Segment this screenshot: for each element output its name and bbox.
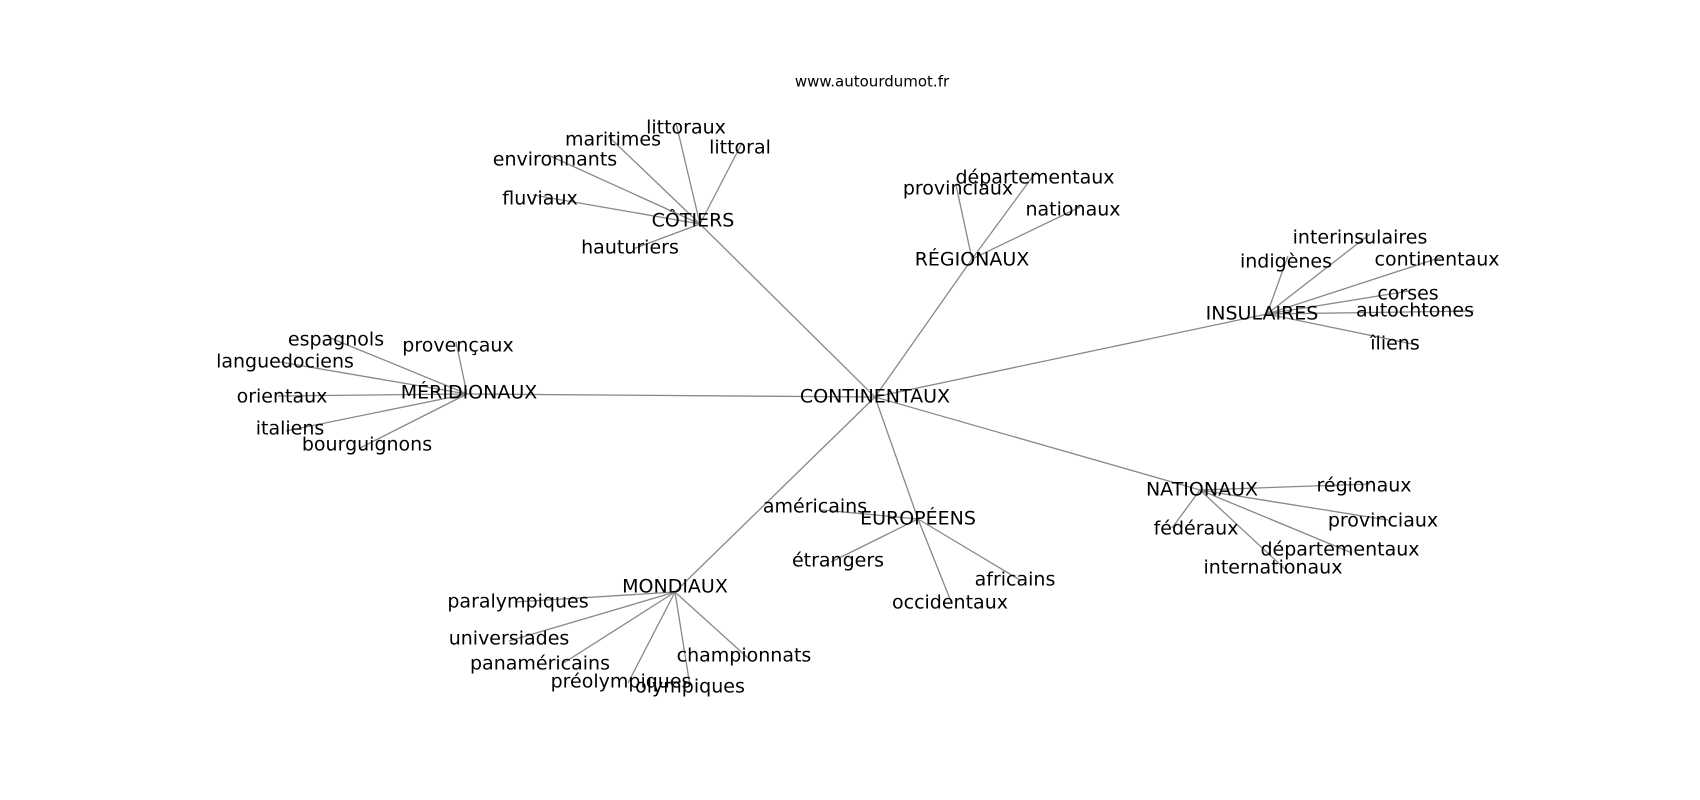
edge-center-europeens: [874, 396, 919, 520]
edge-mondiaux-universiades: [508, 591, 676, 642]
leaf-node-occidentaux: occidentaux: [892, 592, 1008, 614]
edge-cotiers-environnants: [547, 154, 701, 225]
site-watermark: www.autourdumot.fr: [795, 73, 950, 91]
edge-meridionaux-italiens: [285, 393, 468, 432]
edge-meridionaux-bourguignons: [359, 393, 468, 449]
edge-europeens-occidentaux: [917, 518, 953, 605]
edge-insulaires-continentaux: [1266, 256, 1443, 315]
edge-center-regionaux: [874, 258, 973, 398]
leaf-node-regionaux: régionaux: [1316, 475, 1411, 497]
edge-nationaux-federaux: [1171, 489, 1201, 529]
center-node-label: CONTINENTAUX: [800, 386, 950, 408]
edge-center-mondiaux: [674, 396, 876, 593]
group-node-cotiers: CÔTIERS: [652, 208, 735, 232]
edge-regionaux-provinciaux: [955, 184, 973, 260]
group-node-insulaires: INSULAIRES: [1206, 303, 1319, 325]
leaf-node-championnats: championnats: [677, 645, 812, 667]
graph-edges: [277, 122, 1475, 687]
edge-center-cotiers: [699, 223, 876, 398]
edge-cotiers-littoral: [699, 142, 743, 225]
group-node-europeens: EUROPÉENS: [860, 507, 976, 530]
leaf-node-littoraux: littoraux: [646, 117, 726, 139]
leaf-node-internationaux: internationaux: [1204, 557, 1343, 579]
leaf-node-indigenes: indigènes: [1240, 251, 1332, 273]
edge-europeens-americains: [821, 509, 919, 520]
leaf-node-interinsulaires: interinsulaires: [1293, 227, 1428, 249]
leaf-node-provinciaux: provinciaux: [903, 178, 1013, 200]
edge-cotiers-fluviaux: [532, 194, 701, 225]
edge-mondiaux-panamericains: [561, 591, 676, 665]
edge-europeens-etrangers: [830, 518, 919, 563]
leaf-node-italiens: italiens: [256, 418, 325, 440]
leaf-node-africains: africains: [975, 569, 1056, 591]
leaf-node-departementaux: départementaux: [955, 167, 1114, 189]
leaf-node-continentaux: continentaux: [1375, 249, 1500, 271]
leaf-node-autochtones: autochtones: [1356, 300, 1474, 322]
edge-cotiers-littoraux: [675, 122, 701, 225]
edge-insulaires-indigenes: [1266, 255, 1289, 315]
edge-nationaux-provinciaux: [1199, 489, 1389, 521]
leaf-node-paralympiques: paralympiques: [447, 591, 588, 613]
edge-nationaux-regionaux: [1199, 483, 1371, 491]
edge-insulaires-iliens: [1266, 313, 1418, 346]
leaf-node-littoral: littoral: [709, 137, 771, 159]
leaf-node-panamericains: panaméricains: [470, 653, 610, 675]
leaf-node-provinciaux: provinciaux: [1328, 510, 1438, 532]
leaf-node-languedociens: languedociens: [216, 351, 354, 373]
edge-insulaires-autochtones: [1266, 310, 1475, 315]
leaf-node-federaux: fédéraux: [1154, 518, 1239, 540]
edge-mondiaux-preolympiques: [627, 591, 676, 684]
leaf-node-provencaux: provençaux: [402, 335, 513, 357]
edge-nationaux-departementaux: [1199, 489, 1353, 554]
group-node-regionaux: RÉGIONAUX: [915, 248, 1030, 271]
edge-mondiaux-paralympiques: [514, 591, 676, 603]
edge-center-insulaires: [874, 313, 1268, 398]
leaf-node-espagnols: espagnols: [288, 329, 384, 351]
leaf-node-orientaux: orientaux: [237, 386, 328, 408]
edge-meridionaux-orientaux: [277, 393, 468, 397]
group-node-mondiaux: MONDIAUX: [622, 576, 728, 598]
leaf-node-maritimes: maritimes: [565, 129, 661, 151]
leaf-node-corses: corses: [1377, 283, 1438, 305]
leaf-node-universiades: universiades: [449, 628, 570, 650]
leaf-node-nationaux: nationaux: [1025, 199, 1120, 221]
edge-mondiaux-olympiques: [674, 591, 691, 687]
edge-meridionaux-languedociens: [279, 361, 468, 395]
leaf-node-environnants: environnants: [493, 149, 617, 171]
leaf-node-hauturiers: hauturiers: [581, 237, 679, 259]
leaf-node-olympiques: olympiques: [635, 676, 745, 698]
group-node-meridionaux: MÉRIDIONAUX: [401, 381, 538, 404]
leaf-node-americains: américains: [763, 496, 867, 518]
leaf-node-iliens: îliens: [1369, 333, 1419, 355]
leaf-node-etrangers: étrangers: [792, 550, 884, 572]
edge-europeens-africains: [917, 518, 1021, 581]
edge-mondiaux-championnats: [674, 591, 749, 659]
edge-meridionaux-espagnols: [327, 336, 468, 395]
edge-center-nationaux: [874, 396, 1201, 491]
edge-insulaires-interinsulaires: [1266, 233, 1371, 315]
edge-insulaires-corses: [1266, 290, 1410, 315]
edge-regionaux-nationaux: [971, 206, 1081, 260]
edge-center-meridionaux: [466, 393, 876, 398]
leaf-node-preolympiques: préolympiques: [551, 671, 692, 693]
edge-cotiers-maritimes: [607, 135, 701, 225]
edge-meridionaux-provencaux: [455, 341, 468, 395]
leaf-node-fluviaux: fluviaux: [502, 188, 577, 210]
leaf-node-departementaux: départementaux: [1260, 539, 1419, 561]
edge-nationaux-internationaux: [1199, 489, 1288, 572]
group-node-nationaux: NATIONAUX: [1146, 479, 1258, 501]
edge-cotiers-hauturiers: [632, 223, 701, 250]
edge-regionaux-departementaux: [971, 171, 1037, 260]
leaf-node-bourguignons: bourguignons: [302, 434, 432, 456]
